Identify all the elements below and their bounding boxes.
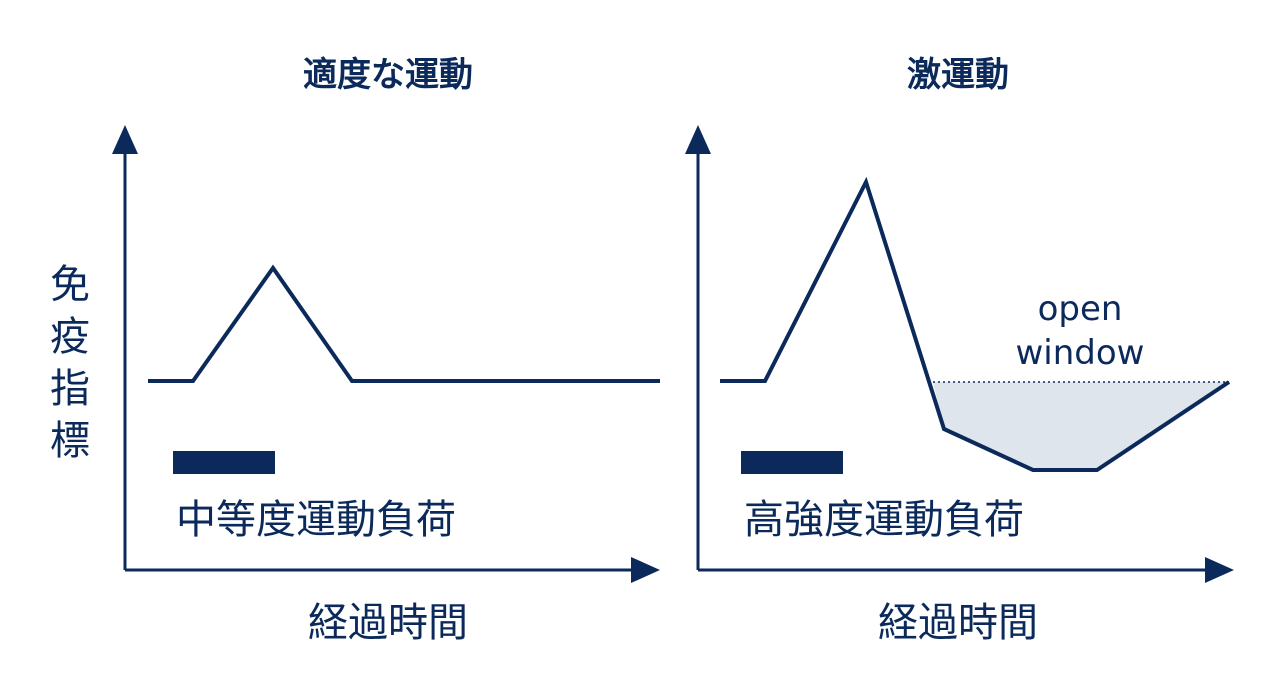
y-axis-arrow (685, 125, 711, 154)
panel-moderate: 適度な運動 中等度運動負荷 経過時間 (112, 55, 660, 646)
panel-title: 激運動 (907, 55, 1009, 95)
open-window-label-line1: open (1038, 289, 1123, 329)
x-axis-label: 経過時間 (308, 600, 468, 646)
open-window-area (933, 382, 1229, 470)
load-label: 高強度運動負荷 (744, 497, 1024, 543)
open-window-label-line2: window (1016, 333, 1145, 373)
load-bar (173, 451, 275, 474)
x-axis-arrow (631, 557, 660, 583)
y-axis-label-char-0: 免 (50, 262, 90, 308)
y-axis-label-char-2: 指 (50, 366, 90, 412)
y-axis-arrow (112, 125, 138, 154)
immune-curve (148, 264, 660, 383)
immune-curve (720, 176, 1231, 472)
load-label: 中等度運動負荷 (176, 497, 456, 543)
load-bar (741, 451, 843, 474)
panel-title: 適度な運動 (303, 55, 473, 95)
y-axis-label-char-3: 標 (50, 418, 90, 464)
panel-intense: 激運動 open window 高強度運動負荷 経過時間 (685, 55, 1234, 646)
x-axis-arrow (1205, 557, 1234, 583)
y-axis-label-char-1: 疫 (50, 314, 90, 360)
x-axis-label: 経過時間 (878, 600, 1038, 646)
y-axis-label: 免 疫 指 標 (50, 262, 90, 464)
